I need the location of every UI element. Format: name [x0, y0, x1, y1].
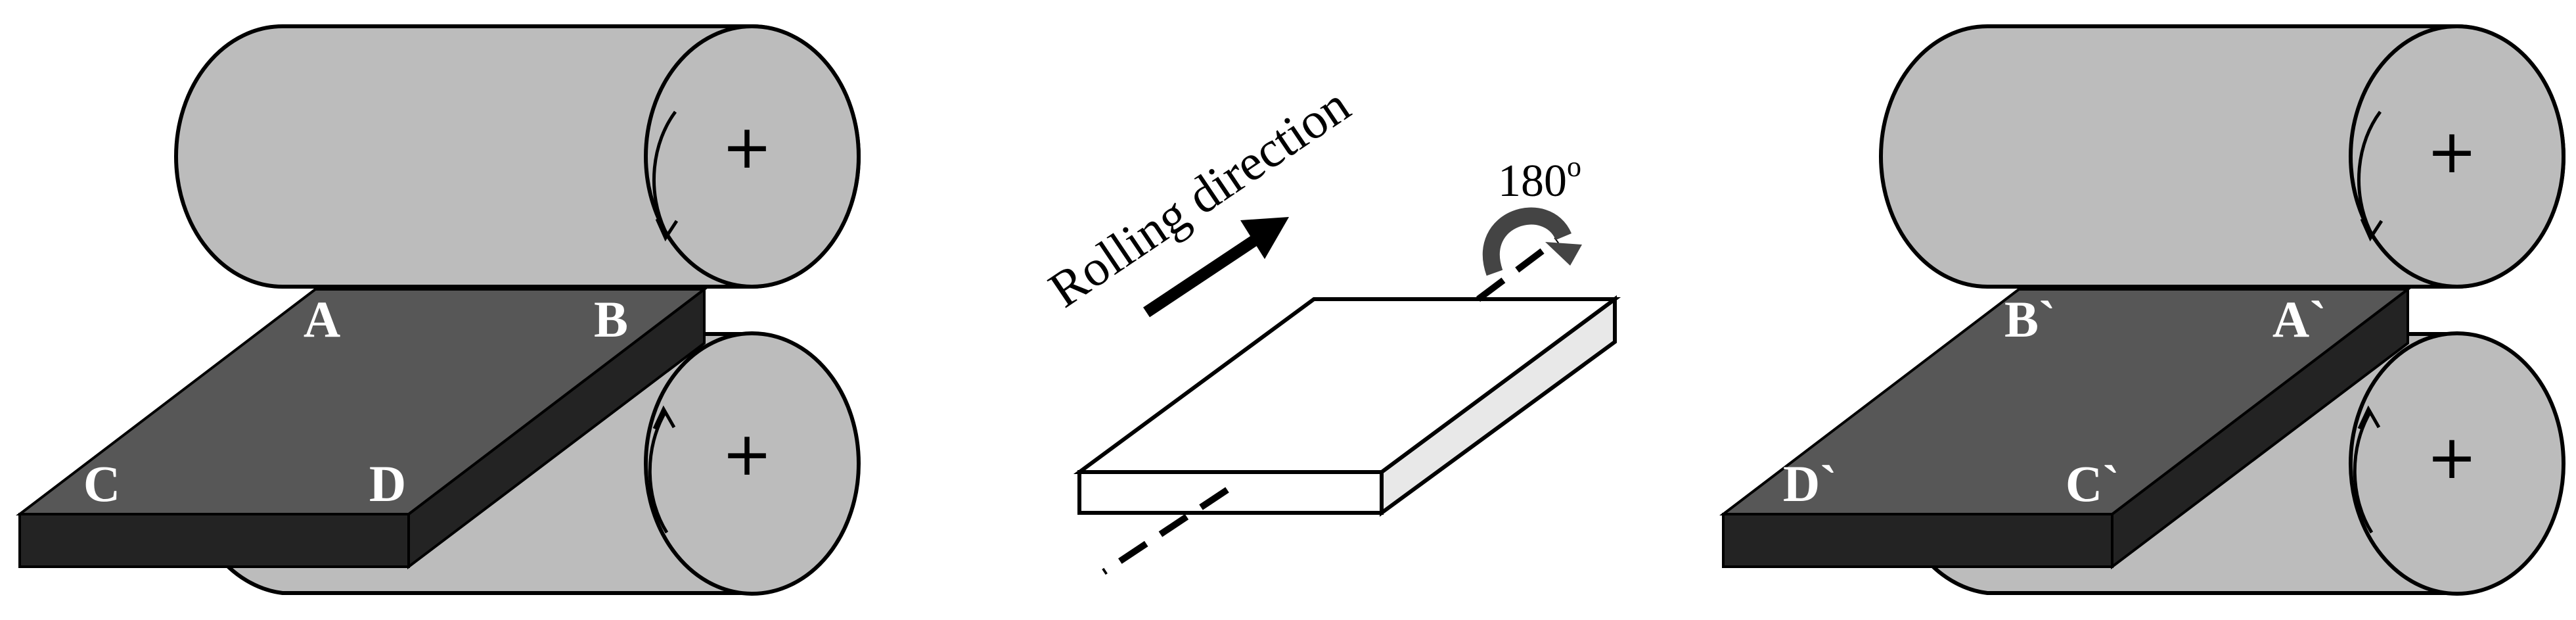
rolling-direction-arrowhead: [1240, 217, 1289, 259]
left-lower-roller-axis: +: [721, 419, 772, 489]
left-corner-a: A: [304, 291, 340, 348]
right-plate: B` A` D` C`: [1719, 286, 2412, 570]
rotation-arrow: [1482, 207, 1571, 276]
rotation-axis-lower: [1102, 487, 1229, 575]
rolling-direction-arrow: [1143, 226, 1271, 318]
rotation-axis-upper: [1476, 237, 1559, 302]
right-lower-roller-axis: +: [2426, 422, 2477, 492]
left-plate: A B C D: [16, 286, 708, 570]
right-upper-roller-axis: +: [2426, 116, 2477, 187]
right-corner-a: A`: [2272, 291, 2326, 348]
left-corner-d: D: [369, 455, 406, 512]
right-corner-b: B`: [2004, 291, 2056, 348]
center-sample: Rolling direction 180o: [1039, 76, 1621, 575]
sample-front-face: [1077, 470, 1384, 515]
right-upper-roller: +: [1879, 24, 2565, 289]
rotation-arrowhead: [1545, 242, 1582, 266]
left-upper-roller-axis: +: [721, 112, 772, 182]
right-corner-d: D`: [1783, 455, 1837, 512]
left-rolling-mill: + + A B C D: [16, 24, 861, 596]
rotation-angle-label: 180o: [1498, 151, 1581, 206]
right-rolling-mill: + + B` A` D` C`: [1719, 24, 2565, 596]
left-corner-c: C: [83, 455, 120, 512]
left-upper-roller: +: [174, 24, 861, 289]
sample-top-face: [1073, 297, 1621, 474]
left-corner-b: B: [594, 291, 628, 348]
right-corner-c: C`: [2066, 455, 2119, 512]
